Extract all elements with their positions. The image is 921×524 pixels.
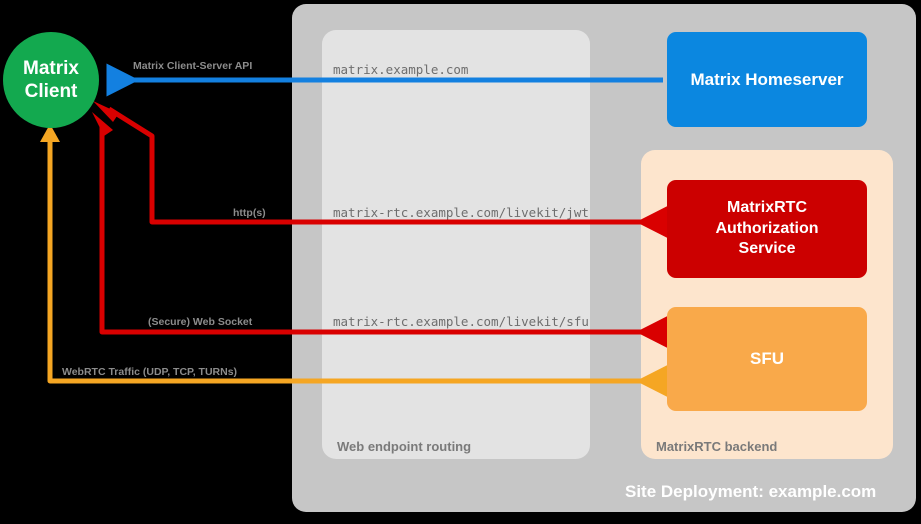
web-endpoint-routing-group (322, 30, 590, 459)
edge-websocket-sfu-arrowhead-client (92, 112, 113, 136)
matrixrtc-auth-node[interactable] (667, 180, 867, 278)
matrix-client-node[interactable] (3, 32, 99, 128)
edge-client-server-api-endpoint: matrix.example.com (333, 62, 469, 77)
edge-http-jwt-endpoint: matrix-rtc.example.com/livekit/jwt (333, 205, 589, 220)
edge-websocket-sfu-path (99, 125, 669, 349)
web-endpoint-routing-label: Web endpoint routing (337, 439, 472, 454)
edge-webrtc-traffic-path (47, 136, 669, 398)
edge-websocket-sfu-label: (Secure) Web Socket (148, 316, 253, 328)
site-deployment-label: Site Deployment: example.com (625, 482, 877, 501)
edge-webrtc-traffic-arrowhead-client (40, 124, 60, 142)
matrixrtc-backend-label: MatrixRTC backend (656, 439, 778, 454)
sfu-node[interactable] (667, 307, 867, 411)
edge-http-jwt-arrowhead-client (93, 101, 119, 122)
edge-http-jwt-path (107, 106, 669, 239)
edge-http-jwt-label: http(s) (233, 207, 266, 219)
matrix-homeserver-node[interactable] (667, 32, 867, 127)
edge-websocket-sfu-endpoint: matrix-rtc.example.com/livekit/sfu (333, 314, 589, 329)
edge-webrtc-traffic-label: WebRTC Traffic (UDP, TCP, TURNs) (62, 366, 238, 378)
edge-client-server-api-label: Matrix Client-Server API (133, 60, 253, 72)
